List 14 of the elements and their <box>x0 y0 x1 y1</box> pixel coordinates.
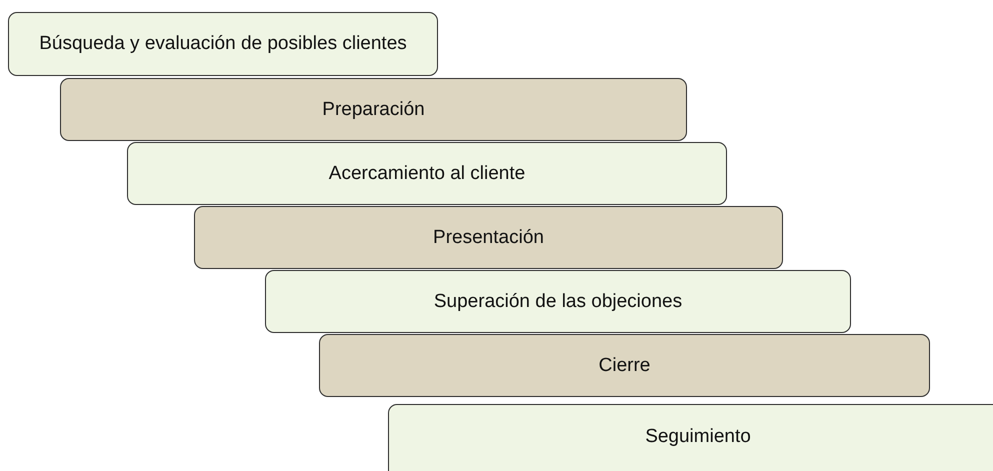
step-box <box>8 12 438 76</box>
step-label: Búsqueda y evaluación de posibles clientes <box>39 33 407 55</box>
step-label: Seguimiento <box>645 426 751 448</box>
step-box <box>265 270 851 333</box>
step-box <box>388 404 993 471</box>
step-label: Cierre <box>598 354 650 376</box>
step-label: Preparación <box>322 98 425 120</box>
step-label: Presentación <box>433 226 544 248</box>
step-label: Superación de las objeciones <box>434 290 682 312</box>
step-box <box>319 334 930 397</box>
step-label: Acercamiento al cliente <box>328 162 526 184</box>
step-box <box>60 78 687 141</box>
step-box <box>127 142 727 205</box>
step-box <box>194 206 783 269</box>
